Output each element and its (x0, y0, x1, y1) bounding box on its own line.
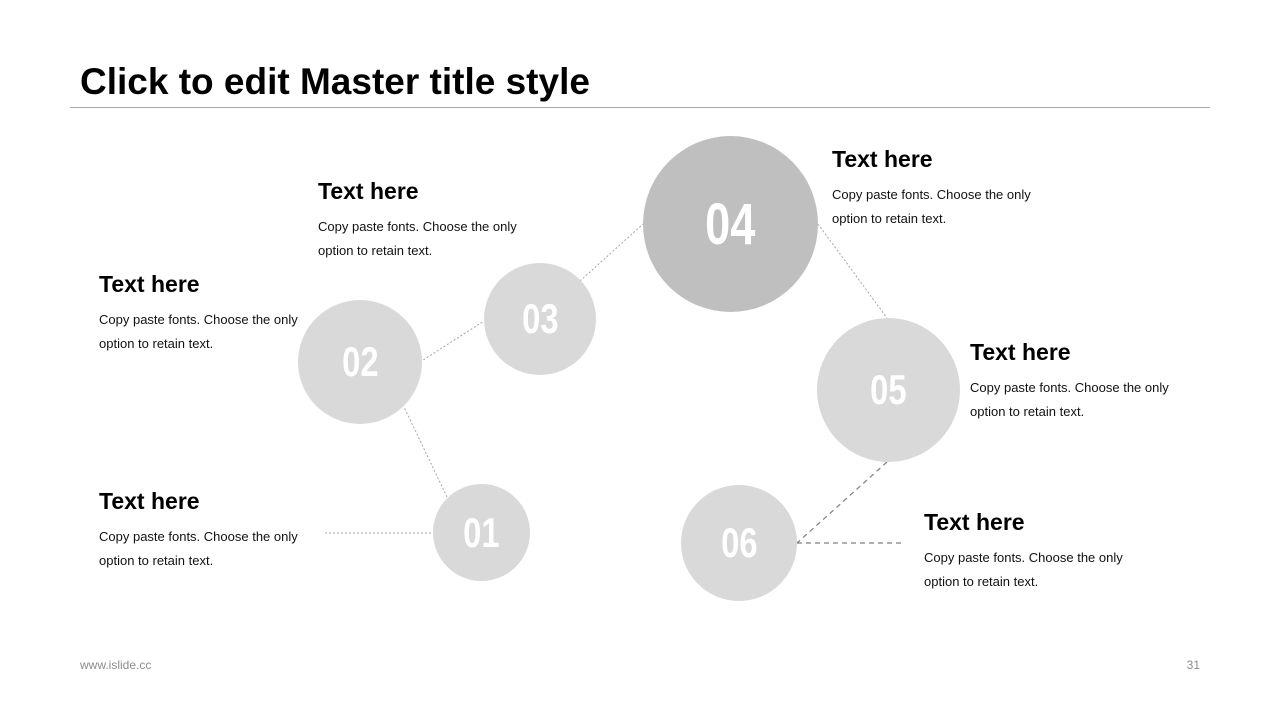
step-body-02-line1: Copy paste fonts. Choose the only (99, 312, 298, 327)
step-body-02[interactable]: Copy paste fonts. Choose the only option… (99, 308, 329, 356)
page-number: 31 (1186, 658, 1200, 672)
slide-title[interactable]: Click to edit Master title style (80, 61, 590, 102)
connector-03-04 (579, 223, 644, 282)
step-heading-04[interactable]: Text here (832, 146, 933, 172)
step-body-04-line2: option to retain text. (832, 211, 947, 226)
step-body-06-line1: Copy paste fonts. Choose the only (924, 550, 1123, 565)
step-body-03[interactable]: Copy paste fonts. Choose the only option… (318, 215, 548, 263)
step-body-06[interactable]: Copy paste fonts. Choose the only option… (924, 546, 1154, 594)
step-text-block-06: Text here Copy paste fonts. Choose the o… (924, 508, 1154, 594)
step-text-block-05: Text here Copy paste fonts. Choose the o… (970, 338, 1200, 424)
step-heading-02[interactable]: Text here (99, 271, 200, 297)
footer-url: www.islide.cc (80, 658, 152, 672)
step-number-05: 05 (870, 366, 907, 413)
step-number-02: 02 (341, 338, 379, 385)
connector-04-05 (817, 223, 888, 319)
step-heading-05[interactable]: Text here (970, 339, 1071, 365)
step-number-01: 01 (463, 508, 500, 556)
step-body-04[interactable]: Copy paste fonts. Choose the only option… (832, 183, 1062, 231)
step-body-05-line2: option to retain text. (970, 404, 1085, 419)
step-number-06: 06 (720, 519, 758, 566)
step-number-04: 04 (705, 191, 756, 257)
step-text-block-01: Text here Copy paste fonts. Choose the o… (99, 487, 329, 573)
step-body-05-line1: Copy paste fonts. Choose the only (970, 380, 1169, 395)
step-number-03: 03 (521, 295, 559, 342)
step-text-block-03: Text here Copy paste fonts. Choose the o… (318, 177, 548, 263)
step-circle-01[interactable]: 01 (433, 484, 530, 581)
step-circle-04[interactable]: 04 (643, 136, 818, 312)
step-heading-03[interactable]: Text here (318, 178, 419, 204)
step-body-01[interactable]: Copy paste fonts. Choose the only option… (99, 525, 329, 573)
step-body-03-line1: Copy paste fonts. Choose the only (318, 219, 517, 234)
step-body-03-line2: option to retain text. (318, 243, 433, 258)
step-circle-02[interactable]: 02 (298, 300, 422, 424)
step-heading-06[interactable]: Text here (924, 509, 1025, 535)
step-circle-05[interactable]: 05 (817, 318, 960, 462)
step-text-block-04: Text here Copy paste fonts. Choose the o… (832, 145, 1062, 231)
connector-02-03 (419, 320, 485, 363)
step-heading-01[interactable]: Text here (99, 488, 200, 514)
step-body-01-line1: Copy paste fonts. Choose the only (99, 529, 298, 544)
step-circle-06[interactable]: 06 (681, 485, 797, 601)
step-circle-03[interactable]: 03 (484, 263, 596, 375)
title-divider (70, 107, 1210, 108)
step-body-05[interactable]: Copy paste fonts. Choose the only option… (970, 376, 1200, 424)
step-body-01-line2: option to retain text. (99, 553, 214, 568)
step-body-02-line2: option to retain text. (99, 336, 214, 351)
connector-05-06 (796, 461, 888, 544)
step-text-block-02: Text here Copy paste fonts. Choose the o… (99, 270, 329, 356)
step-body-04-line1: Copy paste fonts. Choose the only (832, 187, 1031, 202)
step-body-06-line2: option to retain text. (924, 574, 1039, 589)
connector-01-02 (403, 406, 448, 498)
